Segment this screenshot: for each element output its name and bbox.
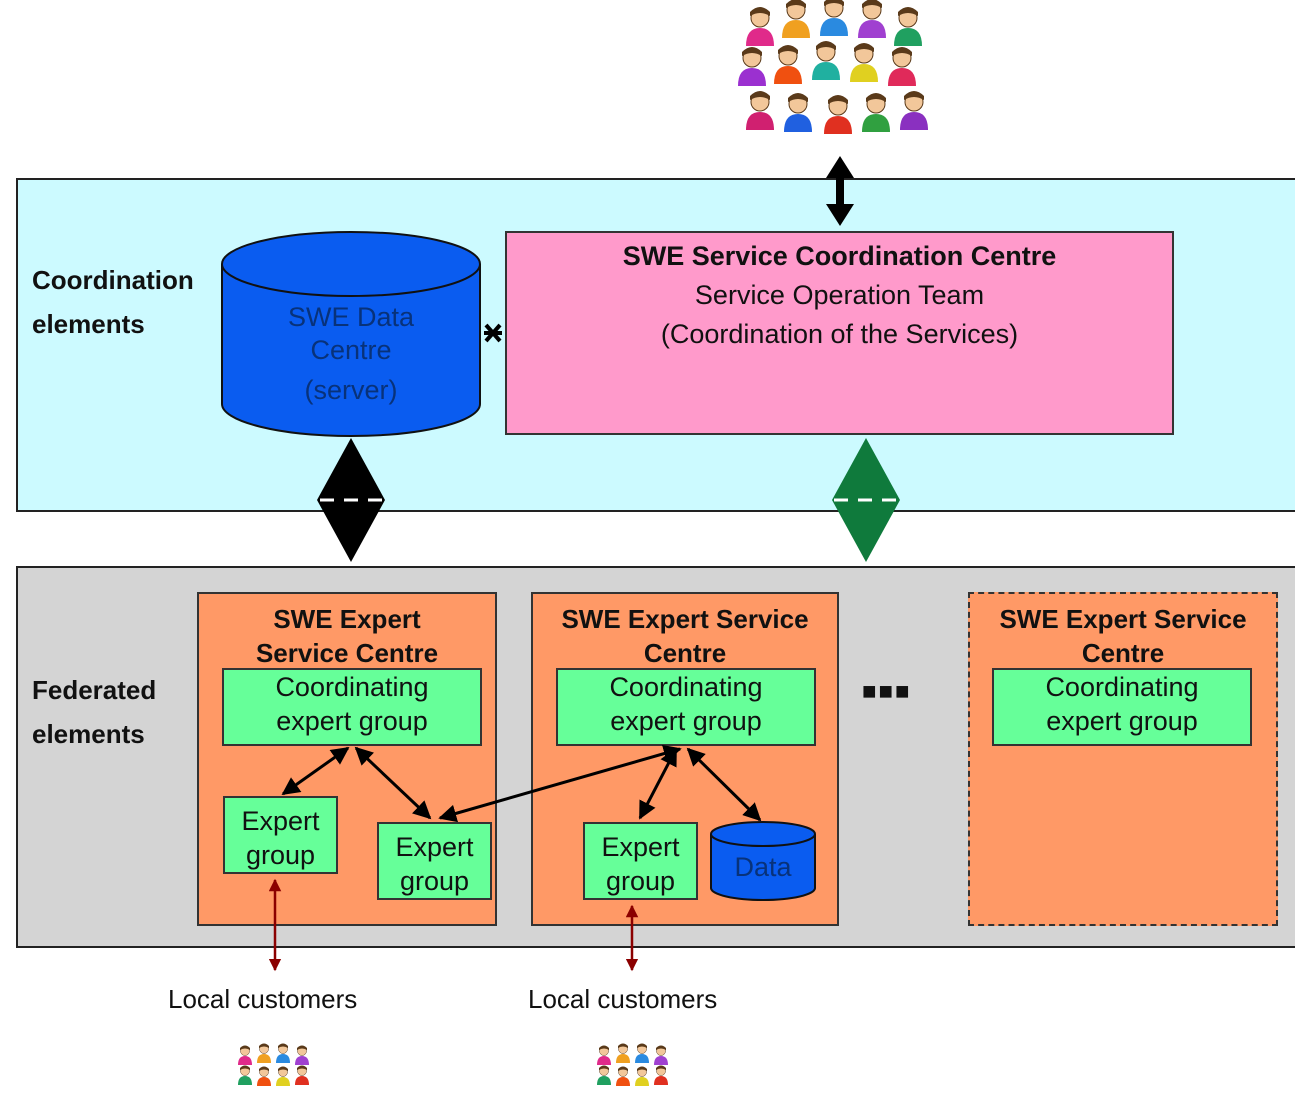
more-centres-ellipsis: ■■■ — [862, 678, 912, 705]
data-centre-line3: (server) — [305, 375, 398, 405]
coordination-centre-line2: (Coordination of the Services) — [660, 319, 1019, 349]
coordination-centre-title: SWE Service Coordination Centre — [622, 241, 1057, 271]
top-double-arrow — [826, 156, 854, 226]
data-centre-line1: SWE Data — [288, 302, 415, 332]
data-link-connector — [484, 323, 502, 343]
local-customer-links — [268, 878, 639, 972]
data-store-cylinder-icon — [710, 821, 816, 901]
people-crowd-icon — [737, 0, 929, 135]
local-crowd-icon-1 — [237, 1043, 310, 1087]
expert-links — [281, 744, 762, 823]
data-centre-line2: Centre — [310, 335, 391, 365]
data-store-label: Data — [734, 852, 792, 882]
coordination-centre-line1: Service Operation Team — [694, 280, 985, 310]
local-customers-label-1: Local customers — [168, 984, 358, 1014]
data-centre-cylinder-icon — [221, 231, 481, 437]
local-crowd-icon-2 — [596, 1043, 669, 1087]
service-coordination-centre: SWE Service Coordination Centre Service … — [505, 231, 1174, 435]
local-customers-label-2: Local customers — [528, 984, 718, 1014]
